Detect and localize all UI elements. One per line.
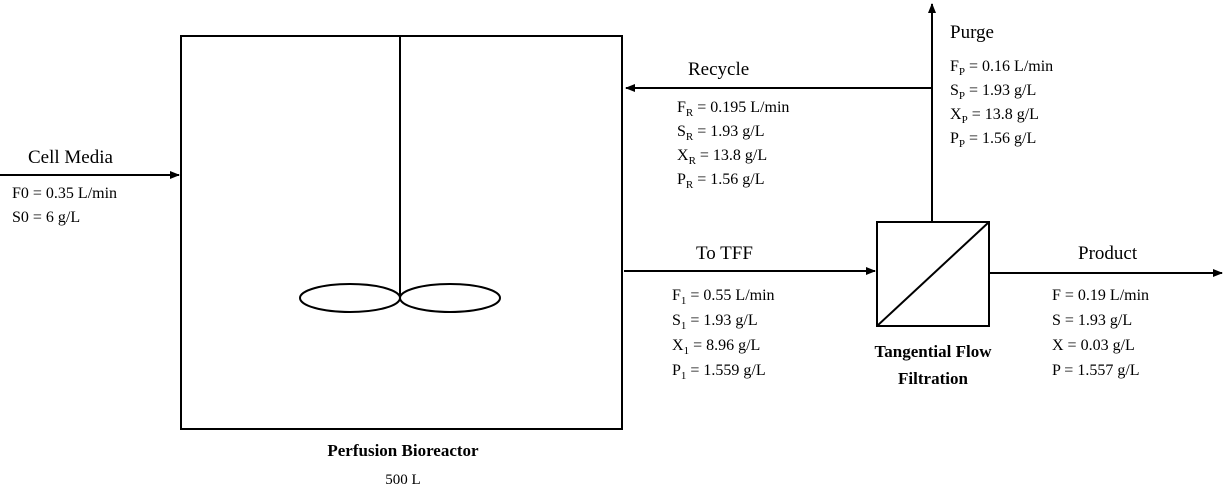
variable-symbol: P — [950, 130, 959, 147]
variable-value: = 13.8 g/L — [968, 106, 1039, 123]
variable-value: = 0.195 L/min — [693, 99, 789, 116]
recycle-label: Recycle — [688, 59, 749, 80]
feed-value: F0 = 0.35 L/min — [12, 185, 117, 202]
variable-symbol: X — [950, 106, 962, 123]
variable-value: = 1.56 g/L — [965, 130, 1036, 147]
variable-value: = 1.93 g/L — [965, 82, 1036, 99]
to-tff-value: P1 = 1.559 g/L — [672, 362, 766, 382]
variable-symbol: F — [677, 99, 686, 116]
recycle-value: FR = 0.195 L/min — [677, 99, 789, 119]
variable-value: = 1.559 g/L — [686, 362, 765, 379]
recycle-value: PR = 1.56 g/L — [677, 171, 765, 191]
variable-symbol: P — [672, 362, 681, 379]
variable-symbol: X — [672, 337, 684, 354]
purge-value: XP = 13.8 g/L — [950, 106, 1039, 126]
product-value: P = 1.557 g/L — [1052, 362, 1140, 379]
variable-symbol: P — [677, 171, 686, 188]
feed-label: Cell Media — [28, 147, 114, 168]
variable-value: = 1.93 g/L — [686, 312, 757, 329]
variable-subscript: 1 — [681, 320, 687, 332]
variable-subscript: P — [959, 66, 965, 78]
to-tff-value: S1 = 1.93 g/L — [672, 312, 758, 332]
feed-value: S0 = 6 g/L — [12, 209, 80, 226]
tff-unit-label: Filtration — [898, 369, 968, 388]
variable-value: = 1.93 g/L — [693, 123, 764, 140]
purge-value: FP = 0.16 L/min — [950, 58, 1053, 78]
bioreactor-vessel — [180, 35, 623, 430]
variable-subscript: R — [689, 155, 697, 167]
variable-value: = 1.56 g/L — [693, 171, 764, 188]
variable-symbol: F — [950, 58, 959, 75]
variable-subscript: P — [959, 138, 965, 150]
recycle-value: XR = 13.8 g/L — [677, 147, 767, 167]
product-label: Product — [1078, 243, 1138, 264]
product-value: F = 0.19 L/min — [1052, 287, 1149, 304]
variable-subscript: P — [959, 90, 965, 102]
purge-value: SP = 1.93 g/L — [950, 82, 1036, 102]
variable-value: = 13.8 g/L — [696, 147, 767, 164]
to-tff-value: X1 = 8.96 g/L — [672, 337, 760, 357]
bioreactor-label: Perfusion Bioreactor — [327, 441, 479, 460]
variable-symbol: F — [672, 287, 681, 304]
variable-subscript: P — [962, 114, 968, 126]
impeller-blade-left — [299, 283, 401, 313]
variable-symbol: S — [672, 312, 681, 329]
purge-value: PP = 1.56 g/L — [950, 130, 1036, 150]
bioreactor-volume: 500 L — [385, 472, 420, 488]
impeller-blade-right — [399, 283, 501, 313]
product-value: S = 1.93 g/L — [1052, 312, 1132, 329]
to-tff-label: To TFF — [696, 243, 753, 264]
variable-subscript: R — [686, 107, 694, 119]
variable-subscript: 1 — [681, 370, 687, 382]
recycle-value: SR = 1.93 g/L — [677, 123, 765, 143]
variable-subscript: R — [686, 179, 694, 191]
variable-value: = 0.16 L/min — [965, 58, 1053, 75]
variable-value: = 8.96 g/L — [689, 337, 760, 354]
variable-symbol: S — [677, 123, 686, 140]
variable-subscript: 1 — [684, 345, 690, 357]
variable-subscript: R — [686, 131, 694, 143]
tff-membrane-line — [876, 221, 990, 327]
tff-unit-label: Tangential Flow — [875, 342, 993, 361]
variable-subscript: 1 — [681, 295, 687, 307]
to-tff-value: F1 = 0.55 L/min — [672, 287, 775, 307]
product-value: X = 0.03 g/L — [1052, 337, 1135, 354]
variable-symbol: S — [950, 82, 959, 99]
variable-symbol: X — [677, 147, 689, 164]
purge-label: Purge — [950, 22, 994, 43]
variable-value: = 0.55 L/min — [686, 287, 774, 304]
